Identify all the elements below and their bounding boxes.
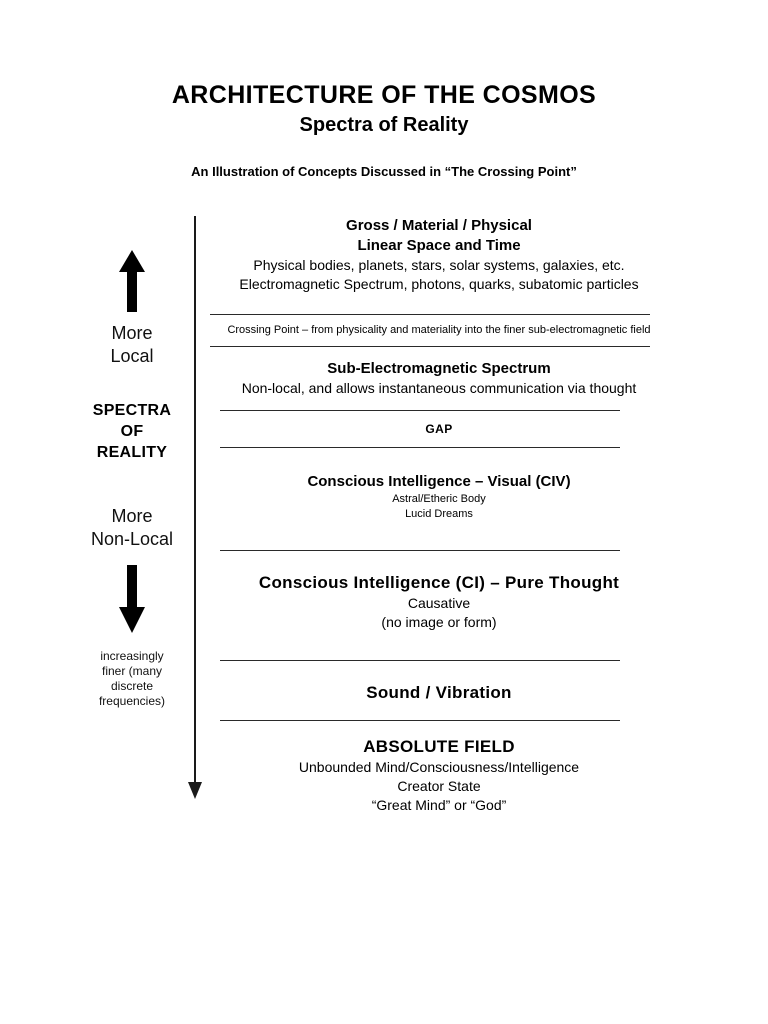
band-body-line1: Causative <box>407 595 471 611</box>
axis-fine-note: increasingly finer (many discrete freque… <box>72 649 192 709</box>
band-body-line1: Astral/Etheric Body <box>392 493 486 505</box>
spacer <box>204 347 674 359</box>
band-body-line2: (no image or form) <box>381 614 497 630</box>
title-block: ARCHITECTURE OF THE COSMOS Spectra of Re… <box>0 80 768 138</box>
axis-label-more-non-local: More Non-Local <box>72 505 192 551</box>
spacer <box>204 721 674 735</box>
spacer <box>204 315 674 323</box>
band-body-line2: Electromagnetic Spectrum, photons, quark… <box>239 276 639 292</box>
band-body-line3: “Great Mind” or “God” <box>371 797 507 813</box>
axis-label-spectra-line3: REALITY <box>96 444 168 461</box>
band-stack: Gross / Material / Physical Linear Space… <box>204 216 674 815</box>
divider-below-gap <box>220 447 620 448</box>
axis-fine-note-line1: increasingly <box>100 649 164 663</box>
band-conscious-intelligence-pure-thought: Conscious Intelligence (CI) – Pure Thoug… <box>204 571 674 632</box>
divider-above-sound-vibration <box>220 660 620 661</box>
divider-above-gap <box>220 410 620 411</box>
spacer <box>204 437 674 447</box>
spacer <box>204 522 674 550</box>
divider-above-absolute-field <box>220 720 620 721</box>
band-title: Conscious Intelligence (CI) – Pure Thoug… <box>258 573 620 592</box>
band-title: GAP <box>425 422 453 436</box>
band-title-line1: Gross / Material / Physical <box>346 217 532 234</box>
band-gap: GAP <box>204 421 674 437</box>
band-body-line2: Creator State <box>397 778 481 794</box>
axis-label-spectra-line1: SPECTRA <box>92 402 172 419</box>
divider-above-conscious-intelligence <box>220 550 620 551</box>
band-title: Sound / Vibration <box>366 683 512 702</box>
axis-label-more-local-line1: More <box>111 323 153 343</box>
spacer <box>204 448 674 472</box>
spacer <box>204 661 674 681</box>
page-subtitle: Spectra of Reality <box>299 114 469 136</box>
band-absolute-field: ABSOLUTE FIELD Unbounded Mind/Consciousn… <box>204 735 674 815</box>
band-title: ABSOLUTE FIELD <box>363 737 515 756</box>
axis-label-spectra-of-reality: SPECTRA OF REALITY <box>72 400 192 463</box>
spacer <box>204 411 674 421</box>
spacer <box>204 338 674 346</box>
axis-label-more-non-local-line1: More <box>111 506 153 526</box>
axis-label-more-local: More Local <box>72 322 192 368</box>
spacer <box>204 551 674 571</box>
spacer <box>204 294 674 314</box>
axis-fine-note-line2: finer (many <box>101 664 163 678</box>
band-body-line1: Non-local, and allows instantaneous comm… <box>241 380 637 396</box>
vertical-axis-line <box>186 216 204 801</box>
spacer <box>204 704 674 720</box>
divider-above-crossing-point <box>210 314 650 315</box>
axis-column: More Local SPECTRA OF REALITY More Non-L… <box>72 250 192 709</box>
band-title-line2: Linear Space and Time <box>357 237 521 254</box>
band-body-line1: Physical bodies, planets, stars, solar s… <box>253 257 625 273</box>
band-crossing-point-text: Crossing Point – from physicality and ma… <box>227 324 651 336</box>
up-arrow-icon <box>72 250 192 312</box>
band-title: Sub-Electromagnetic Spectrum <box>327 360 551 377</box>
page-title: ARCHITECTURE OF THE COSMOS <box>171 81 597 109</box>
band-sound-vibration: Sound / Vibration <box>204 681 674 704</box>
band-body-line2: Lucid Dreams <box>405 508 473 520</box>
band-crossing-point: Crossing Point – from physicality and ma… <box>204 323 674 338</box>
axis-label-spectra-line2: OF <box>120 423 144 440</box>
axis-label-more-local-line2: Local <box>110 346 154 366</box>
axis-fine-note-line3: discrete <box>110 679 154 693</box>
band-sub-electromagnetic-spectrum: Sub-Electromagnetic Spectrum Non-local, … <box>204 359 674 398</box>
axis-label-more-non-local-line2: Non-Local <box>90 529 174 549</box>
band-conscious-intelligence-visual: Conscious Intelligence – Visual (CIV) As… <box>204 472 674 522</box>
band-gross-material-physical: Gross / Material / Physical Linear Space… <box>204 216 674 294</box>
band-body-line1: Unbounded Mind/Consciousness/Intelligenc… <box>298 759 580 775</box>
spacer <box>204 632 674 660</box>
axis-fine-note-line4: frequencies) <box>98 694 166 708</box>
illustration-note: An Illustration of Concepts Discussed in… <box>191 164 577 179</box>
band-title: Conscious Intelligence – Visual (CIV) <box>307 473 571 490</box>
down-arrow-icon <box>72 565 192 633</box>
spacer <box>204 398 674 410</box>
divider-below-crossing-point <box>210 346 650 347</box>
